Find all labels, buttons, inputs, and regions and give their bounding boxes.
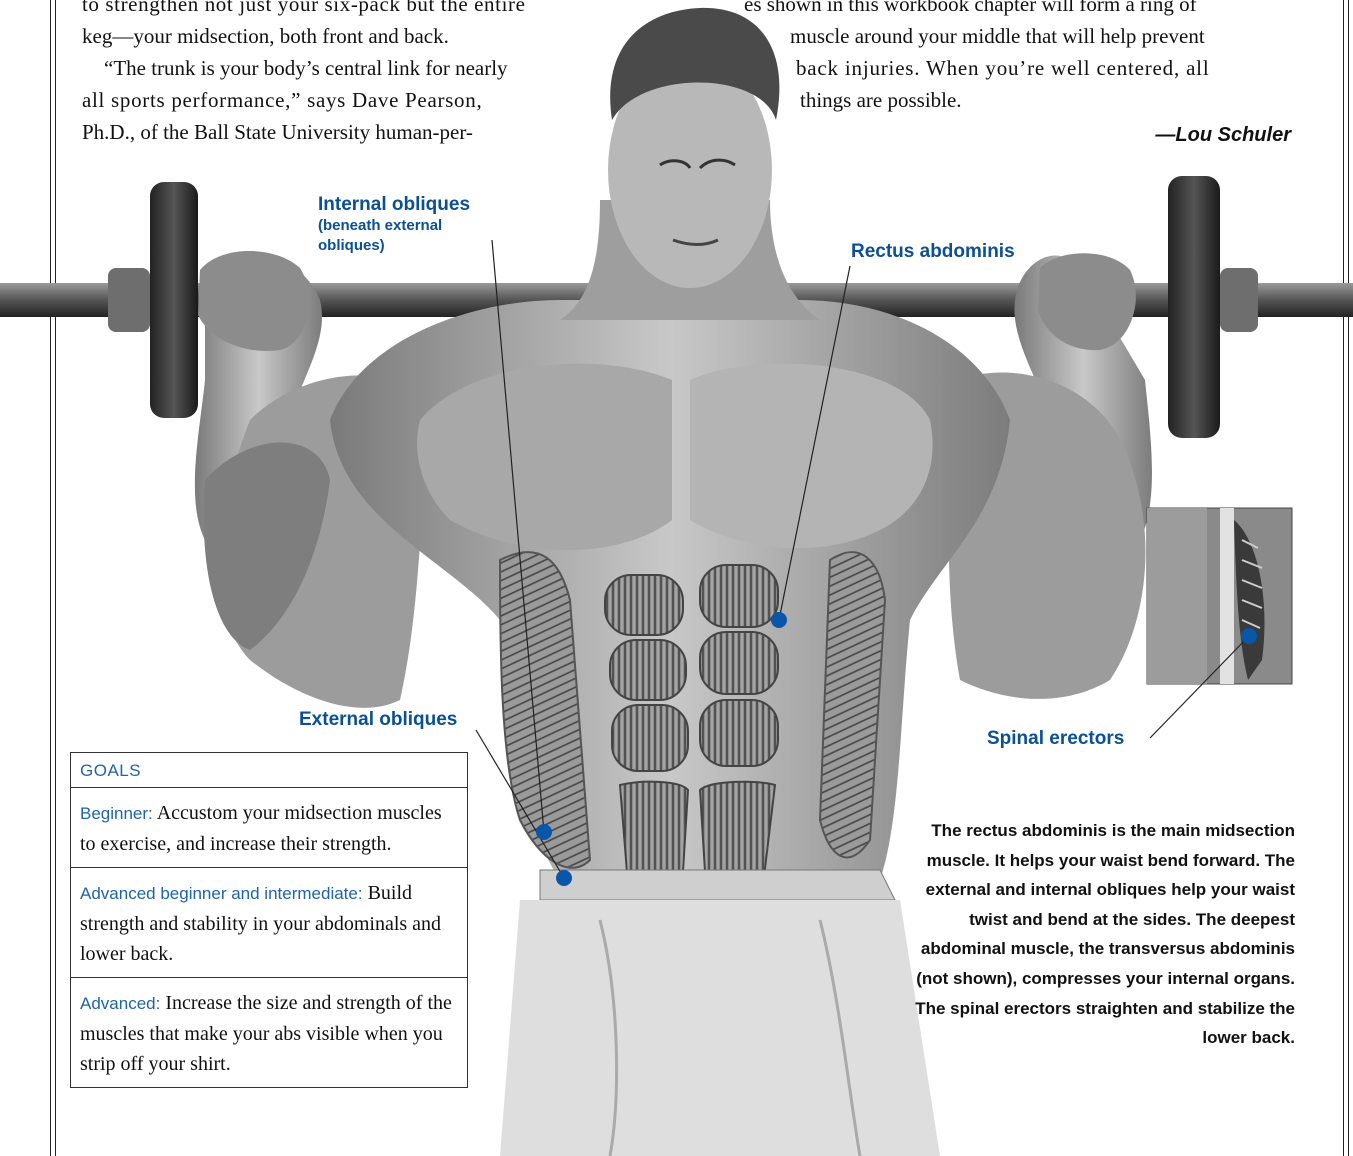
label-spinal-erectors: Spinal erectors [987, 728, 1124, 750]
label-rectus-abdominis: Rectus abdominis [851, 241, 1015, 263]
goal-advanced-beginner: Advanced beginner and intermediate: Buil… [71, 868, 467, 978]
label-internal-obliques-sub-1: (beneath external [318, 216, 470, 236]
right-collar [1220, 268, 1258, 332]
right-text-line-4: things are possible. [744, 84, 1294, 116]
left-text-block: to strengthen not just your six-pack but… [82, 0, 642, 148]
left-plate [150, 182, 198, 418]
right-text-block: es shown in this workbook chapter will f… [744, 0, 1294, 116]
author-signature: —Lou Schuler [1155, 124, 1291, 147]
goal-level-label: Beginner: [80, 804, 153, 823]
right-plate [1168, 176, 1220, 438]
label-internal-obliques: Internal obliques (beneath external obli… [318, 194, 470, 256]
goal-beginner: Beginner: Accustom your midsection muscl… [71, 788, 467, 868]
right-text-line-1: es shown in this workbook chapter will f… [744, 0, 1294, 20]
spinal-erectors-inset [1147, 508, 1292, 684]
goals-box: GOALS Beginner: Accustom your midsection… [70, 752, 468, 1088]
goal-level-label: Advanced beginner and intermediate: [80, 884, 363, 903]
label-internal-obliques-title: Internal obliques [318, 194, 470, 216]
marker-external-obliques [556, 870, 572, 886]
left-quote-line-1: “The trunk is your body’s central link f… [82, 52, 642, 84]
shorts [500, 870, 940, 1156]
left-text-line-2: keg—your midsection, both front and back… [82, 20, 642, 52]
goal-advanced: Advanced: Increase the size and strength… [71, 978, 467, 1087]
marker-internal-obliques [536, 824, 552, 840]
right-text-line-3: back injuries. When you’re well centered… [744, 52, 1294, 84]
left-quote-line-3: Ph.D., of the Ball State University huma… [82, 116, 642, 148]
label-external-obliques: External obliques [299, 709, 457, 731]
marker-spinal-erectors [1241, 628, 1257, 644]
marker-rectus-abdominis [771, 612, 787, 628]
muscle-caption: The rectus abdominis is the main midsect… [915, 816, 1295, 1053]
left-text-line-1: to strengthen not just your six-pack but… [82, 0, 642, 20]
left-quote-line-2: all sports performance,” says Dave Pears… [82, 84, 642, 116]
right-text-line-2: muscle around your middle that will help… [744, 20, 1294, 52]
label-internal-obliques-sub-2: obliques) [318, 236, 470, 256]
goal-level-label: Advanced: [80, 994, 160, 1013]
goals-heading: GOALS [71, 753, 467, 788]
left-collar [108, 268, 150, 332]
